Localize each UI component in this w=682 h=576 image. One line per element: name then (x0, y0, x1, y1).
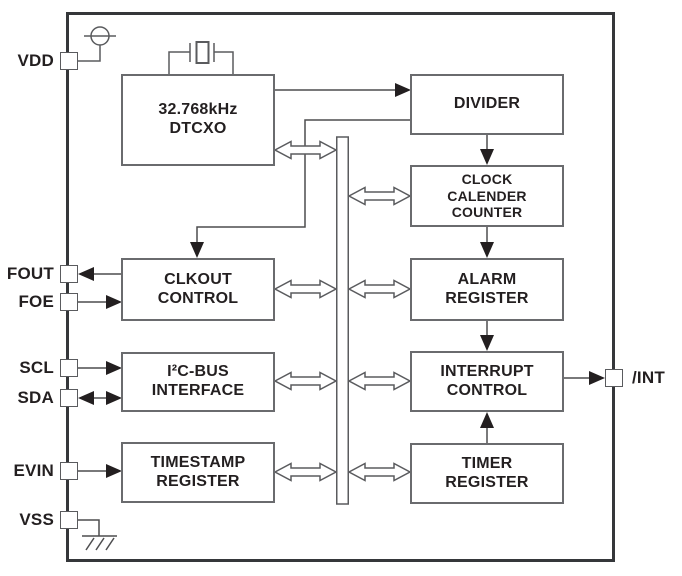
block-divider: DIVIDER (410, 74, 564, 135)
pin-pad-sda (60, 389, 78, 407)
block-label: CLOCK (461, 170, 513, 187)
pin-label-fout: FOUT (6, 264, 54, 283)
wire-divider-to-clkout (196, 119, 410, 243)
block-label: TIMESTAMP (150, 453, 246, 471)
pin-pad-scl (60, 359, 78, 377)
internal-bus (336, 136, 349, 505)
arrowhead-sda-into-i2c (106, 391, 122, 405)
block-label: ALARM (457, 270, 517, 288)
pin-label-evin: EVIN (13, 461, 54, 480)
block-label: INTERFACE (151, 382, 245, 399)
block-label: 32.768kHz (158, 101, 238, 119)
pin-label-int: /INT (632, 368, 665, 387)
block-label: REGISTER (445, 289, 529, 307)
arrowhead-evin-into-timestamp (106, 464, 122, 478)
pin-label-vdd: VDD (17, 51, 54, 70)
arrowhead-into-alarm (480, 242, 494, 258)
arrowhead-into-clkout-top (190, 242, 204, 258)
arrowhead-into-int-pin (589, 371, 605, 385)
block-interrupt-control: INTERRUPT CONTROL (410, 351, 564, 412)
pin-label-foe: FOE (18, 292, 54, 311)
chip-outline (66, 12, 615, 562)
pin-label-sda: SDA (17, 388, 54, 407)
block-dtcxo: 32.768kHz DTCXO (121, 74, 275, 166)
block-label: CONTROL (446, 381, 528, 399)
block-label: I²C-BUS (167, 363, 229, 381)
bus-arrow-timer (348, 462, 411, 482)
arrowhead-into-interrupt-bottom (480, 412, 494, 428)
arrowhead-foe-into-clkout (106, 295, 122, 309)
block-label: DIVIDER (453, 95, 521, 113)
vdd-power-symbol (78, 26, 116, 62)
pin-pad-fout (60, 265, 78, 283)
arrowhead-into-divider (395, 83, 411, 97)
pin-pad-vss (60, 511, 78, 529)
block-timer-register: TIMER REGISTER (410, 443, 564, 504)
block-label: CALENDER (447, 187, 527, 204)
block-label: REGISTER (445, 473, 529, 491)
block-label: DTCXO (169, 120, 227, 137)
block-label: REGISTER (156, 472, 240, 490)
arrowhead-scl-into-i2c (106, 361, 122, 375)
arrowhead-into-interrupt-top (480, 335, 494, 351)
block-clock-calender-counter: CLOCK CALENDER COUNTER (410, 165, 564, 227)
signal-wires (78, 89, 590, 472)
bus-arrow-timestamp (274, 462, 337, 482)
pin-pad-evin (60, 462, 78, 480)
bus-arrow-counter (348, 186, 411, 206)
block-label: CLKOUT (164, 270, 232, 288)
block-timestamp-register: TIMESTAMP REGISTER (121, 442, 275, 503)
block-i2c-bus-interface: I²C-BUS INTERFACE (121, 352, 275, 412)
arrowheads (78, 83, 605, 478)
block-label: TIMER (461, 454, 513, 472)
block-alarm-register: ALARM REGISTER (410, 258, 564, 321)
bus-arrow-clkout (274, 279, 337, 299)
block-label: COUNTER (451, 204, 523, 221)
arrowhead-into-counter (480, 149, 494, 165)
pin-pad-vdd (60, 52, 78, 70)
block-clkout-control: CLKOUT CONTROL (121, 258, 275, 321)
block-label: CONTROL (157, 289, 239, 307)
arrowhead-into-sda-pin (78, 391, 94, 405)
crystal-icon (168, 41, 234, 74)
pin-label-scl: SCL (19, 358, 54, 377)
arrowhead-into-fout-pin (78, 267, 94, 281)
bus-arrow-alarm (348, 279, 411, 299)
bus-arrow-interrupt (348, 371, 411, 391)
bus-arrow-i2c (274, 371, 337, 391)
block-label: INTERRUPT (440, 362, 534, 380)
pin-pad-foe (60, 293, 78, 311)
pin-label-vss: VSS (19, 510, 54, 529)
vss-ground-symbol (78, 519, 117, 551)
pin-pad-int (605, 369, 623, 387)
